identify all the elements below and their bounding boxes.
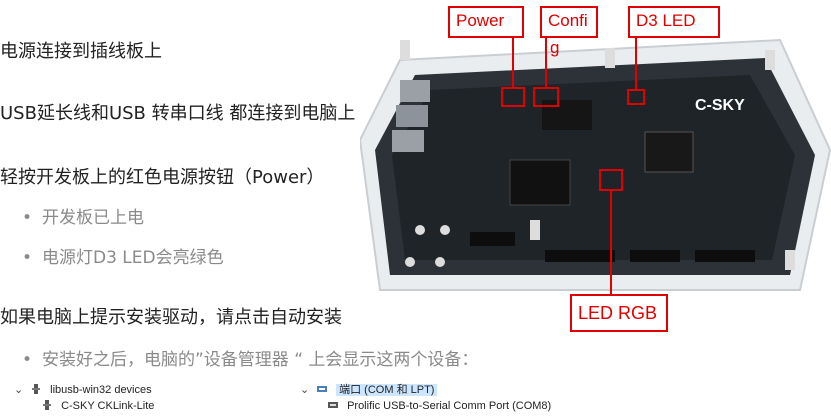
tree-item-prolific-label: Prolific USB-to-Serial Comm Port (COM8)	[347, 400, 552, 412]
tree-item-cklink[interactable]: C-SKY CKLink-Lite	[14, 398, 154, 414]
callout-power: Power	[448, 6, 524, 38]
bullet-d3-led-green: • 电源灯D3 LED会亮绿色	[22, 243, 224, 268]
tree-category-libusb[interactable]: ⌄ libusb-win32 devices	[14, 382, 154, 398]
brand-text: C-SKY	[695, 97, 745, 114]
tree-item-prolific[interactable]: Prolific USB-to-Serial Comm Port (COM8)	[300, 398, 551, 414]
callout-d3-led: D3 LED	[628, 6, 720, 38]
bullet-board-powered-text: 开发板已上电	[42, 208, 144, 228]
step-power-strip: 电源连接到插线板上	[0, 41, 162, 62]
bullet-board-powered: • 开发板已上电	[22, 203, 144, 228]
dev-board-illustration: C-SKY	[360, 38, 831, 294]
port-icon	[328, 402, 338, 408]
device-tree-libusb: ⌄ libusb-win32 devices C-SKY CKLink-Lite	[14, 382, 154, 414]
callout-config-wrap: g	[550, 38, 560, 57]
bullet-d3-led-green-text: 电源灯D3 LED会亮绿色	[42, 248, 224, 268]
callout-led-rgb: LED RGB	[570, 294, 668, 332]
bullet-device-manager: • 安装好之后，电脑的”设备管理器 “ 上会显示这两个设备：	[22, 345, 478, 370]
port-icon	[317, 386, 328, 392]
tree-category-libusb-label: libusb-win32 devices	[50, 384, 152, 396]
bullet-icon: •	[22, 208, 33, 228]
step-usb-cables: USB延长线和USB 转串口线 都连接到电脑上	[0, 103, 356, 124]
usb-device-icon	[43, 400, 51, 410]
tree-category-ports-label: 端口 (COM 和 LPT)	[336, 384, 438, 396]
callout-config-text: Confi	[548, 11, 588, 30]
dev-board-photo: C-SKY	[360, 0, 831, 300]
tree-category-ports[interactable]: ⌄ 端口 (COM 和 LPT)	[300, 382, 551, 398]
tree-item-cklink-label: C-SKY CKLink-Lite	[61, 400, 155, 412]
callout-config: Confi g	[540, 6, 598, 57]
chevron-down-icon[interactable]: ⌄	[14, 384, 24, 396]
device-tree-ports: ⌄ 端口 (COM 和 LPT) Prolific USB-to-Serial …	[300, 382, 551, 414]
step-install-driver: 如果电脑上提示安装驱动，请点击自动安装	[0, 307, 342, 328]
bullet-device-manager-text: 安装好之后，电脑的”设备管理器 “ 上会显示这两个设备：	[42, 350, 479, 370]
chevron-down-icon[interactable]: ⌄	[300, 384, 310, 396]
step-press-power: 轻按开发板上的红色电源按钮（Power）	[0, 167, 325, 188]
bullet-icon: •	[22, 350, 33, 370]
bullet-icon: •	[22, 248, 33, 268]
usb-device-icon	[32, 384, 41, 394]
